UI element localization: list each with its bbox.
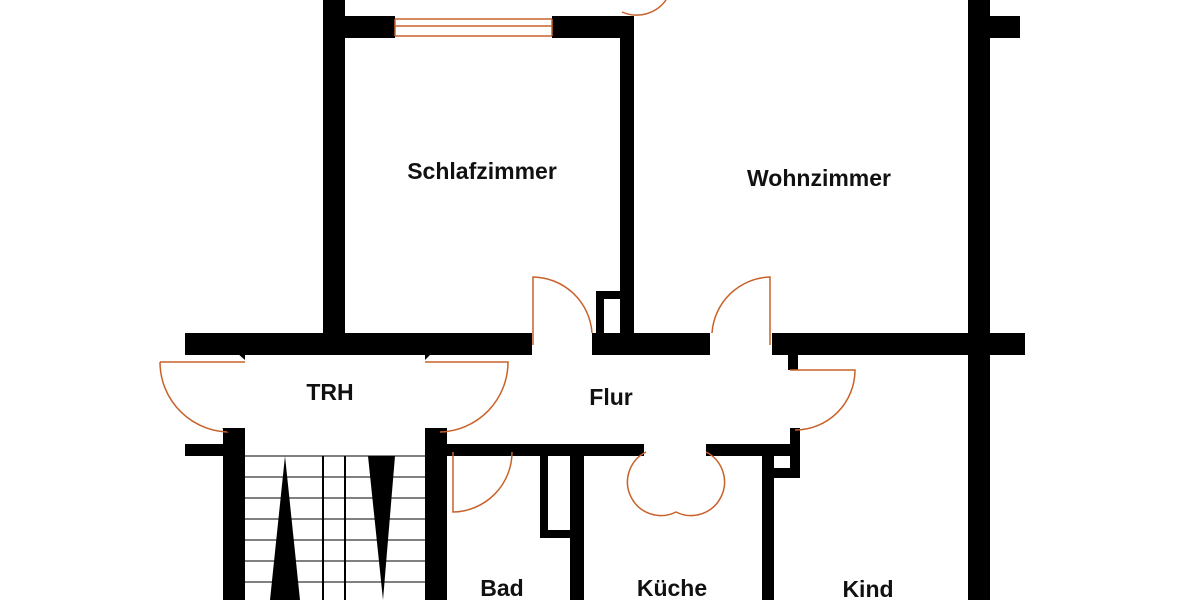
windows (394, 18, 553, 37)
walls (185, 0, 1025, 600)
stair-treads (245, 455, 425, 583)
door-swing-trh-left (159, 361, 245, 433)
wall-schlafzimmer-left (323, 0, 345, 345)
wall-flur-bottom-left (185, 444, 225, 456)
wall-partition-sz-wz (620, 16, 634, 346)
wall-flur-top-3 (772, 333, 1025, 355)
door-swing-kueche (626, 451, 726, 517)
door-swing-bad (452, 451, 513, 513)
wall-bad-kueche (570, 452, 584, 600)
label-wohnzimmer: Wohnzimmer (747, 165, 891, 191)
door-stubs (222, 340, 445, 444)
label-kueche: Küche (637, 575, 707, 600)
wall-column-box (596, 291, 626, 299)
wall-column-box-left (596, 291, 604, 346)
room-labels: Schlafzimmer Wohnzimmer TRH Flur Bad Küc… (306, 158, 893, 600)
door-swing-top (621, 0, 667, 16)
wall-stair-right (425, 428, 447, 600)
wall-kind-box-bottom (770, 468, 800, 478)
label-trh: TRH (306, 379, 353, 405)
wall-right-stub (968, 16, 1020, 38)
wall-stair-left (223, 428, 245, 600)
wall-flur-top-1 (185, 333, 532, 355)
window-schlafzimmer (394, 18, 553, 37)
wall-flur-bottom-3 (706, 444, 790, 456)
door-swing-schlafzimmer (532, 276, 593, 345)
label-bad: Bad (480, 575, 523, 600)
wall-top-left (323, 16, 395, 38)
label-schlafzimmer: Schlafzimmer (407, 158, 557, 184)
stair-divider-right (344, 456, 346, 600)
label-kind: Kind (842, 576, 893, 600)
label-flur: Flur (589, 384, 632, 410)
wall-flur-bottom-1 (446, 444, 514, 456)
stair-arrow-down (368, 456, 395, 600)
wall-right-outer (968, 0, 990, 600)
wall-bad-box-bottom (540, 530, 580, 538)
door-swing-wohnzimmer (711, 276, 771, 345)
wall-bad-box-left (540, 452, 548, 538)
wall-kind-box-right (790, 428, 800, 478)
wall-flur-right-stub (788, 340, 798, 370)
stairs (245, 455, 425, 600)
stair-divider-left (322, 456, 324, 600)
stair-arrow-up (270, 456, 300, 600)
wall-top-mid (552, 16, 632, 38)
door-swing-kind (790, 369, 856, 431)
door-swings (159, 0, 856, 517)
wall-kueche-kind (762, 452, 774, 600)
door-swing-trh-right (425, 361, 509, 433)
wall-flur-top-2 (592, 333, 710, 355)
